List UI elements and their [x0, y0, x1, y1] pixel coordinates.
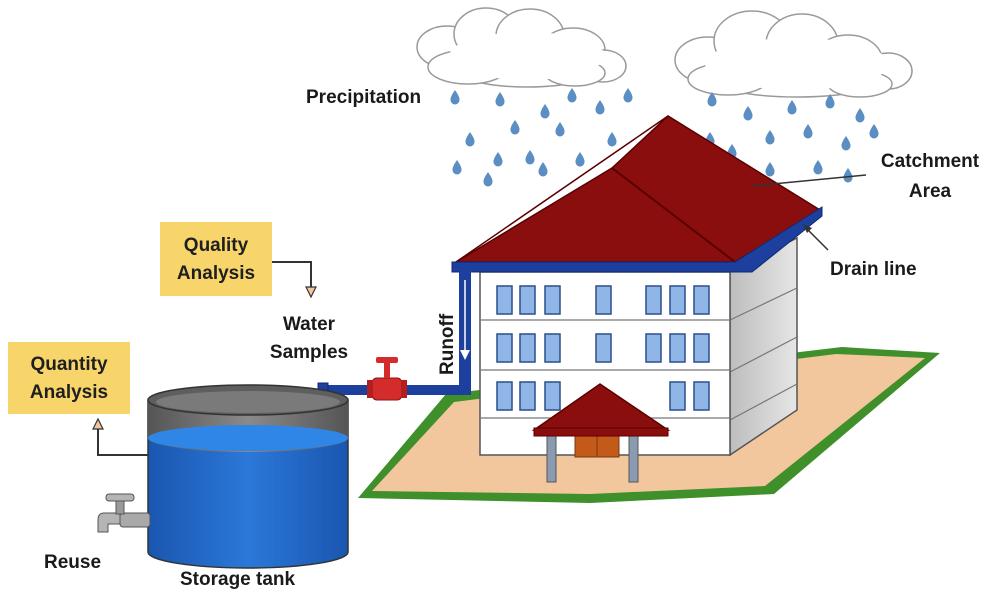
- rain-drop: [765, 130, 775, 145]
- rain-drop: [787, 100, 797, 115]
- rain-drop: [452, 160, 462, 175]
- window: [669, 381, 686, 411]
- drain-line-label: Drain line: [830, 259, 917, 280]
- window: [519, 285, 536, 315]
- window: [595, 333, 612, 363]
- porch: [531, 383, 671, 483]
- rain-drop: [450, 90, 460, 105]
- rain-drop: [495, 92, 505, 107]
- house: [451, 115, 823, 483]
- house-windows: [496, 285, 710, 411]
- window: [496, 285, 513, 315]
- window: [544, 285, 561, 315]
- valve-icon: [367, 357, 407, 401]
- window: [645, 285, 662, 315]
- rain-drop: [538, 162, 548, 177]
- rain-drop: [555, 122, 565, 137]
- rain-drop: [803, 124, 813, 139]
- runoff-label: Runoff: [437, 313, 458, 375]
- window: [693, 381, 710, 411]
- rain-drop: [575, 152, 585, 167]
- quantity-analysis-line2: Analysis: [30, 382, 108, 403]
- rain-drop: [595, 100, 605, 115]
- water-samples-line1: Water: [283, 314, 336, 335]
- rain-drop: [765, 162, 775, 177]
- window: [519, 381, 536, 411]
- rain-drop: [493, 152, 503, 167]
- precipitation-label: Precipitation: [306, 87, 421, 108]
- catchment-label-line2: Area: [909, 181, 952, 202]
- storage-tank-label: Storage tank: [180, 569, 296, 590]
- catchment-label-line1: Catchment: [881, 151, 980, 172]
- rain-drop: [825, 94, 835, 109]
- catchment-pointer-line: [751, 174, 867, 187]
- window: [496, 333, 513, 363]
- rain-drop: [540, 104, 550, 119]
- quality-analysis-line1: Quality: [184, 235, 249, 256]
- rain-drop: [855, 108, 865, 123]
- water-samples-line2: Samples: [270, 342, 348, 363]
- quantity-connector-arrow: [97, 428, 148, 456]
- window: [693, 333, 710, 363]
- tap-icon: [97, 493, 151, 533]
- window: [544, 381, 561, 411]
- quantity-analysis-box: Quantity Analysis: [8, 342, 130, 414]
- window: [669, 285, 686, 315]
- rain-drop: [869, 124, 879, 139]
- rain-drop: [743, 106, 753, 121]
- quality-connector-arrow: [272, 261, 312, 288]
- drain-pointer-line: [805, 227, 829, 251]
- window: [544, 333, 561, 363]
- rain-drop: [841, 136, 851, 151]
- rain-drop: [607, 132, 617, 147]
- rain-drop: [813, 160, 823, 175]
- rain-drop: [567, 88, 577, 103]
- rain-drop: [525, 150, 535, 165]
- drain-gutter: [451, 206, 823, 273]
- window: [519, 333, 536, 363]
- quality-analysis-line2: Analysis: [177, 263, 255, 284]
- reuse-label: Reuse: [44, 552, 101, 573]
- window: [595, 285, 612, 315]
- window: [669, 333, 686, 363]
- rain-drop: [483, 172, 493, 187]
- rain-drop: [510, 120, 520, 135]
- rain-drop: [465, 132, 475, 147]
- window: [496, 381, 513, 411]
- quality-analysis-box: Quality Analysis: [160, 222, 272, 296]
- rain-drop: [843, 168, 853, 183]
- window: [645, 333, 662, 363]
- rain-drop: [707, 92, 717, 107]
- quantity-analysis-line1: Quantity: [30, 354, 107, 375]
- storage-tank: [147, 384, 349, 569]
- window: [693, 285, 710, 315]
- rain-drop: [623, 88, 633, 103]
